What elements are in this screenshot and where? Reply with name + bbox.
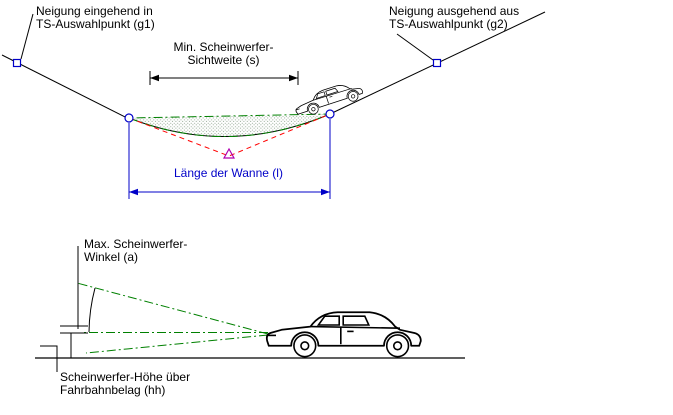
label-outgoing-grade: Neigung ausgehend aus TS-Auswahlpunkt (g…: [389, 5, 519, 31]
label-incoming-grade-line2: TS-Auswahlpunkt (g1): [36, 17, 155, 31]
label-headlight-height-line1: Scheinwerfer-Höhe über: [60, 370, 191, 384]
angle-arc: [88, 287, 96, 333]
bottom-headlight-diagram: [35, 246, 465, 372]
curve-end-marker-circle: [325, 109, 335, 119]
label-incoming-grade: Neigung eingehend in TS-Auswahlpunkt (g1…: [36, 5, 155, 31]
label-sag-length-text: Länge der Wanne (l): [174, 166, 283, 180]
label-max-angle-line2: Winkel (a): [84, 250, 139, 264]
label-headlight-height: Scheinwerfer-Höhe über Fahrbahnbelag (hh…: [60, 371, 190, 397]
leader-incoming-grade: [20, 13, 34, 60]
vehicle-bottom: [265, 311, 422, 358]
leader-outgoing-grade: [396, 33, 434, 61]
label-min-sight-distance: Min. Scheinwerfer- Sichtweite (s): [156, 41, 291, 67]
label-outgoing-grade-line2: TS-Auswahlpunkt (g2): [389, 17, 508, 31]
height-leader-line: [40, 345, 58, 372]
pvi-triangle-marker: [222, 147, 236, 159]
label-outgoing-grade-line1: Neigung ausgehend aus: [389, 4, 520, 18]
label-incoming-grade-line1: Neigung eingehend in: [36, 4, 153, 18]
label-min-sight-line1: Min. Scheinwerfer-: [173, 40, 274, 54]
label-min-sight-line2: Sichtweite (s): [187, 53, 260, 67]
ts-point-square-left: [12, 58, 22, 68]
label-headlight-height-line2: Fahrbahnbelag (hh): [60, 383, 166, 397]
label-max-headlight-angle: Max. Scheinwerfer- Winkel (a): [84, 238, 187, 264]
label-max-angle-line1: Max. Scheinwerfer-: [84, 237, 188, 251]
curve-start-marker-circle: [124, 113, 134, 123]
beam-upper-line: [76, 282, 269, 335]
headlight-beam-region: [129, 114, 330, 137]
label-sag-length: Länge der Wanne (l): [174, 167, 283, 180]
beam-lower-line: [85, 334, 269, 354]
ts-point-square-right: [432, 58, 442, 68]
top-profile-diagram: [1, 11, 546, 199]
incoming-grade-line: [1, 54, 130, 120]
